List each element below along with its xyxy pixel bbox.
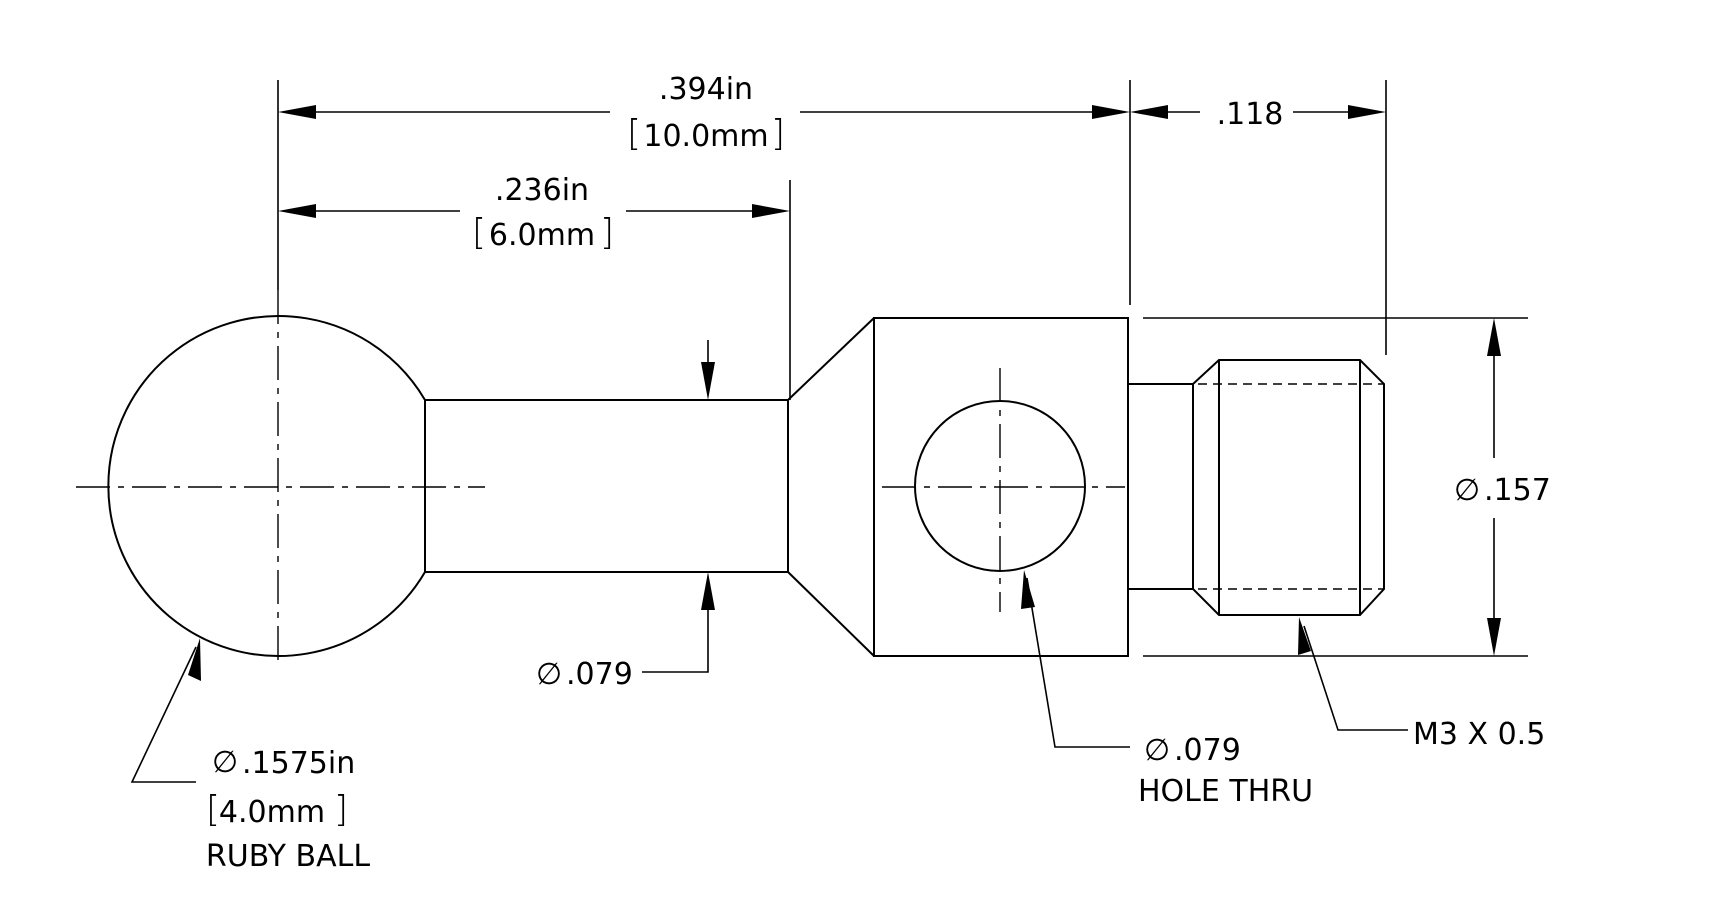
arrowhead (1130, 105, 1168, 119)
arrowhead (701, 572, 715, 610)
arrowhead (752, 204, 790, 218)
arrowhead (188, 638, 201, 681)
thread-length-label: .118 (1217, 97, 1284, 132)
arrowhead (701, 362, 715, 400)
hole-diameter-label: .079 (1174, 733, 1241, 768)
leader-line (1303, 625, 1408, 731)
leader-line (1026, 577, 1130, 748)
arrowhead (1092, 105, 1130, 119)
callout-hole-thru: ∅ .079 HOLE THRU (1021, 570, 1313, 809)
dimension-body-diameter: ∅ .157 (1454, 318, 1551, 656)
bracket-close: ] (334, 789, 348, 830)
threaded-section (1192, 359, 1385, 616)
body-block (873, 317, 1129, 657)
leader-line (642, 590, 709, 673)
diameter-symbol: ∅ (536, 657, 562, 692)
ruby-ball-outline (107, 315, 426, 657)
diameter-symbol: ∅ (1454, 473, 1480, 508)
center-lines (76, 290, 1125, 662)
stem-length-mm-label: 6.0mm (489, 218, 595, 253)
stem-length-inch-label: .236in (495, 173, 589, 208)
hole-note-label: HOLE THRU (1138, 774, 1313, 809)
bracket-open: [ (627, 113, 641, 154)
thread-spec-label: M3 X 0.5 (1413, 717, 1545, 752)
arrowhead (1298, 617, 1311, 655)
arrowhead (1021, 570, 1035, 609)
ball-material-label: RUBY BALL (206, 839, 370, 874)
leader-line (130, 646, 197, 783)
dimension-thread-length: .118 (1130, 97, 1386, 132)
ball-diameter-mm-label: 4.0mm (219, 795, 325, 830)
bracket-close: ] (600, 212, 614, 253)
arrowhead (1487, 318, 1501, 356)
callout-thread-spec: M3 X 0.5 (1298, 617, 1545, 752)
cone-top-edge (787, 317, 875, 401)
dimension-stem-diameter: ∅ .079 (536, 340, 715, 692)
body-diameter-label: .157 (1484, 473, 1551, 508)
bracket-open: [ (472, 212, 486, 253)
diameter-symbol: ∅ (1144, 733, 1170, 768)
overall-length-inch-label: .394in (659, 72, 753, 107)
diameter-symbol: ∅ (212, 745, 238, 780)
part-outline (107, 315, 1385, 657)
extension-lines (277, 80, 1528, 657)
arrowhead (278, 105, 316, 119)
arrowhead (278, 204, 316, 218)
cone-bottom-edge (787, 571, 875, 657)
arrowhead (1348, 105, 1386, 119)
stem-diameter-label: .079 (566, 657, 633, 692)
callout-ruby-ball: ∅ .1575in [ 4.0mm ] RUBY BALL (130, 638, 370, 874)
dimension-stem-length: .236in [ 6.0mm ] (278, 173, 790, 253)
bracket-close: ] (771, 113, 785, 154)
ball-diameter-inch-label: .1575in (242, 746, 355, 781)
overall-length-mm-label: 10.0mm (643, 119, 768, 154)
dimension-overall-length: .394in [ 10.0mm ] (278, 72, 1130, 154)
arrowhead (1487, 618, 1501, 656)
bracket-open: [ (206, 789, 220, 830)
